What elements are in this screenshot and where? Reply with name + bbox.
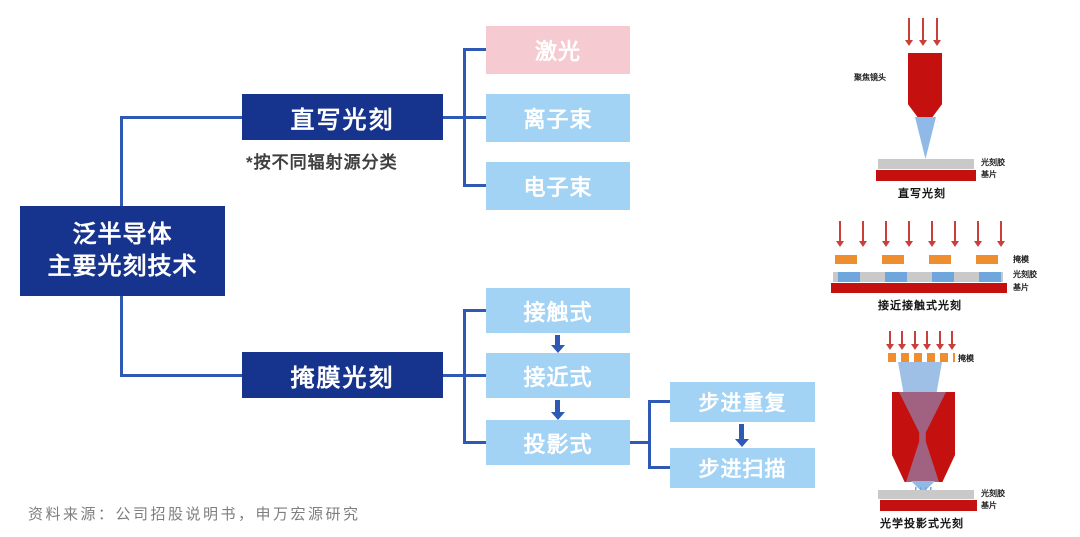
node-projection: 投影式 xyxy=(486,420,630,465)
connector-stub-proximity xyxy=(463,374,486,377)
caption-optical-projection: 光学投影式光刻 xyxy=(880,518,964,530)
connector-stub-projection xyxy=(463,441,486,444)
connector-stub-laser xyxy=(463,48,486,51)
light-ray-icon xyxy=(954,221,956,241)
connector-stub-stepscan xyxy=(648,466,670,469)
photoresist-label-a: 光刻胶 xyxy=(981,158,1005,167)
connector-trunk-top xyxy=(120,116,242,119)
connector-trunk-bottom xyxy=(120,374,242,377)
node-laser: 激光 xyxy=(486,26,630,74)
photoresist-label-b: 光刻胶 xyxy=(1013,270,1037,279)
connector-projection-out xyxy=(630,441,650,444)
node-step-repeat: 步进重复 xyxy=(670,382,815,422)
mask-layer-c xyxy=(888,353,955,362)
node-electron-beam: 电子束 xyxy=(486,162,630,210)
light-ray-icon xyxy=(931,221,933,241)
light-ray-icon xyxy=(1000,221,1002,241)
caption-proximity-contact: 接近接触式光刻 xyxy=(878,300,962,312)
node-contact: 接触式 xyxy=(486,288,630,333)
node-step-scan: 步进扫描 xyxy=(670,448,815,488)
connector-stub-ebeam xyxy=(463,184,486,187)
light-ray-icon xyxy=(889,331,891,344)
connector-stub-contact xyxy=(463,309,486,312)
mask-label-c: 掩模 xyxy=(958,354,974,363)
focused-beam-icon xyxy=(915,117,936,159)
node-proximity: 接近式 xyxy=(486,353,630,398)
source-note: 资料来源：公司招股说明书，申万宏源研究 xyxy=(28,507,361,523)
connector-mask-out xyxy=(443,374,466,377)
beam-focus-icon xyxy=(911,481,935,491)
node-mask-litho: 掩膜光刻 xyxy=(242,352,443,398)
arrow-proximity-to-projection xyxy=(555,400,560,412)
root-node: 泛半导体 主要光刻技术 xyxy=(20,206,225,296)
light-ray-icon xyxy=(977,221,979,241)
root-label-line1: 泛半导体 xyxy=(72,221,173,248)
light-ray-icon xyxy=(939,331,941,344)
mask-layer-b xyxy=(835,255,1002,264)
substrate-layer-b xyxy=(831,283,1007,293)
light-ray-icon xyxy=(885,221,887,241)
arrow-contact-to-proximity xyxy=(555,335,560,345)
connector-stub-ionbeam xyxy=(463,116,486,119)
laser-ray-icon xyxy=(936,18,938,40)
radiation-source-note: *按不同辐射源分类 xyxy=(246,153,398,172)
connector-stub-steprepeat xyxy=(648,400,670,403)
photoresist-layer-c xyxy=(878,490,974,499)
light-ray-icon xyxy=(901,331,903,344)
light-ray-icon xyxy=(951,331,953,344)
caption-direct-write: 直写光刻 xyxy=(898,188,946,200)
photoresist-layer-a xyxy=(878,159,974,169)
focus-lens-icon xyxy=(908,53,942,117)
arrow-steprepeat-to-stepscan xyxy=(739,424,744,439)
light-ray-icon xyxy=(839,221,841,241)
connector-direct-out xyxy=(443,116,466,119)
mask-label-b: 掩模 xyxy=(1013,255,1029,264)
substrate-label-a: 基片 xyxy=(981,170,997,179)
light-ray-icon xyxy=(914,331,916,344)
laser-ray-icon xyxy=(908,18,910,40)
substrate-label-b: 基片 xyxy=(1013,283,1029,292)
light-ray-icon xyxy=(908,221,910,241)
photoresist-label-c: 光刻胶 xyxy=(981,489,1005,498)
connector-step-vertical xyxy=(648,401,651,469)
substrate-label-c: 基片 xyxy=(981,501,997,510)
light-ray-icon xyxy=(926,331,928,344)
root-label-line2: 主要光刻技术 xyxy=(47,253,198,280)
focus-lens-label: 聚焦镜头 xyxy=(854,73,886,82)
photoresist-layer-b xyxy=(833,272,1003,282)
node-ion-beam: 离子束 xyxy=(486,94,630,142)
light-ray-icon xyxy=(862,221,864,241)
beam-cone-icon xyxy=(898,362,942,392)
node-direct-write: 直写光刻 xyxy=(242,94,443,140)
laser-ray-icon xyxy=(922,18,924,40)
substrate-layer-c xyxy=(880,500,977,511)
substrate-layer-a xyxy=(876,170,976,181)
